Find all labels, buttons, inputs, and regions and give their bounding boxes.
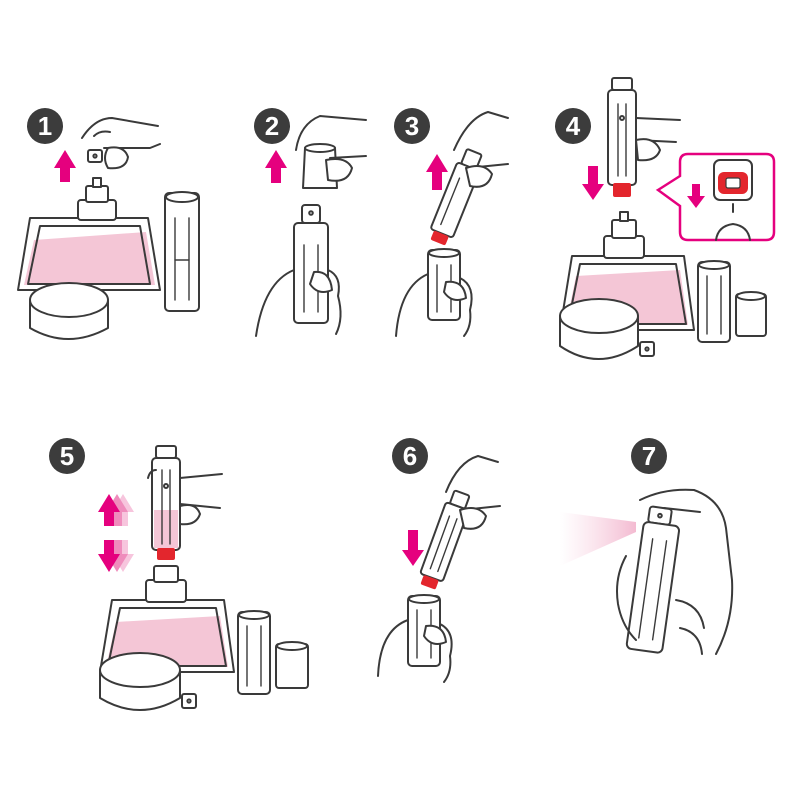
step-1-illustration [17,117,200,340]
up-down-arrows-icon [98,494,134,572]
atomizer-case [164,191,200,312]
down-arrow-icon [687,184,705,208]
hand [147,469,223,526]
bottle-cap [29,282,109,340]
step-6-badge: 6 [392,438,428,474]
step-3-illustration [395,111,509,337]
spray-nozzle-cap [181,693,197,709]
atomizer [625,505,681,654]
atomizer-case [237,610,271,695]
hand [255,269,342,337]
up-arrow-icon [426,154,448,190]
case-cap [275,641,309,689]
svg-text:2: 2 [265,111,279,141]
zoom-callout [655,152,776,242]
perfume-bottle [17,177,161,291]
atomizer-case [427,248,461,321]
bottle-cap [559,298,639,360]
hand [616,488,734,655]
atomizer-insert [419,489,471,590]
hand [81,117,161,170]
svg-text:5: 5 [60,441,74,471]
hand [445,455,501,530]
step-4-badge: 4 [555,108,591,144]
svg-text:1: 1 [38,111,52,141]
step-2-badge: 2 [254,108,290,144]
atomizer-body [293,204,329,324]
bottle-cap [99,652,181,711]
atomizer-insert [151,445,181,560]
step-6-illustration [377,455,501,683]
case-cap [735,291,767,337]
step-2-illustration [255,115,367,337]
up-arrow-icon [265,150,287,183]
spray-nozzle-cap [87,149,103,163]
spray-mist-icon [560,512,636,566]
hand [453,111,509,188]
step-5-illustration [98,445,309,711]
step-7-illustration [560,488,734,655]
hand [635,117,681,162]
down-arrow-icon [402,530,424,566]
atomizer-insert [607,77,637,197]
hand [377,619,453,683]
step-1-badge: 1 [27,108,63,144]
step-4-illustration [559,77,776,360]
step-7-badge: 7 [631,438,667,474]
up-arrow-icon [54,150,76,182]
spray-nozzle-cap [639,341,655,357]
svg-text:7: 7 [642,441,656,471]
svg-text:3: 3 [405,111,419,141]
red-valve [420,575,439,590]
step-3-badge: 3 [394,108,430,144]
red-valve [430,230,449,246]
red-valve [157,548,175,560]
red-valve [613,183,631,197]
down-arrow-icon [582,166,604,200]
step-5-badge: 5 [49,438,85,474]
hand [395,273,473,337]
atomizer-case [697,260,731,343]
svg-text:4: 4 [566,111,581,141]
hand [295,115,367,182]
svg-text:6: 6 [403,441,417,471]
